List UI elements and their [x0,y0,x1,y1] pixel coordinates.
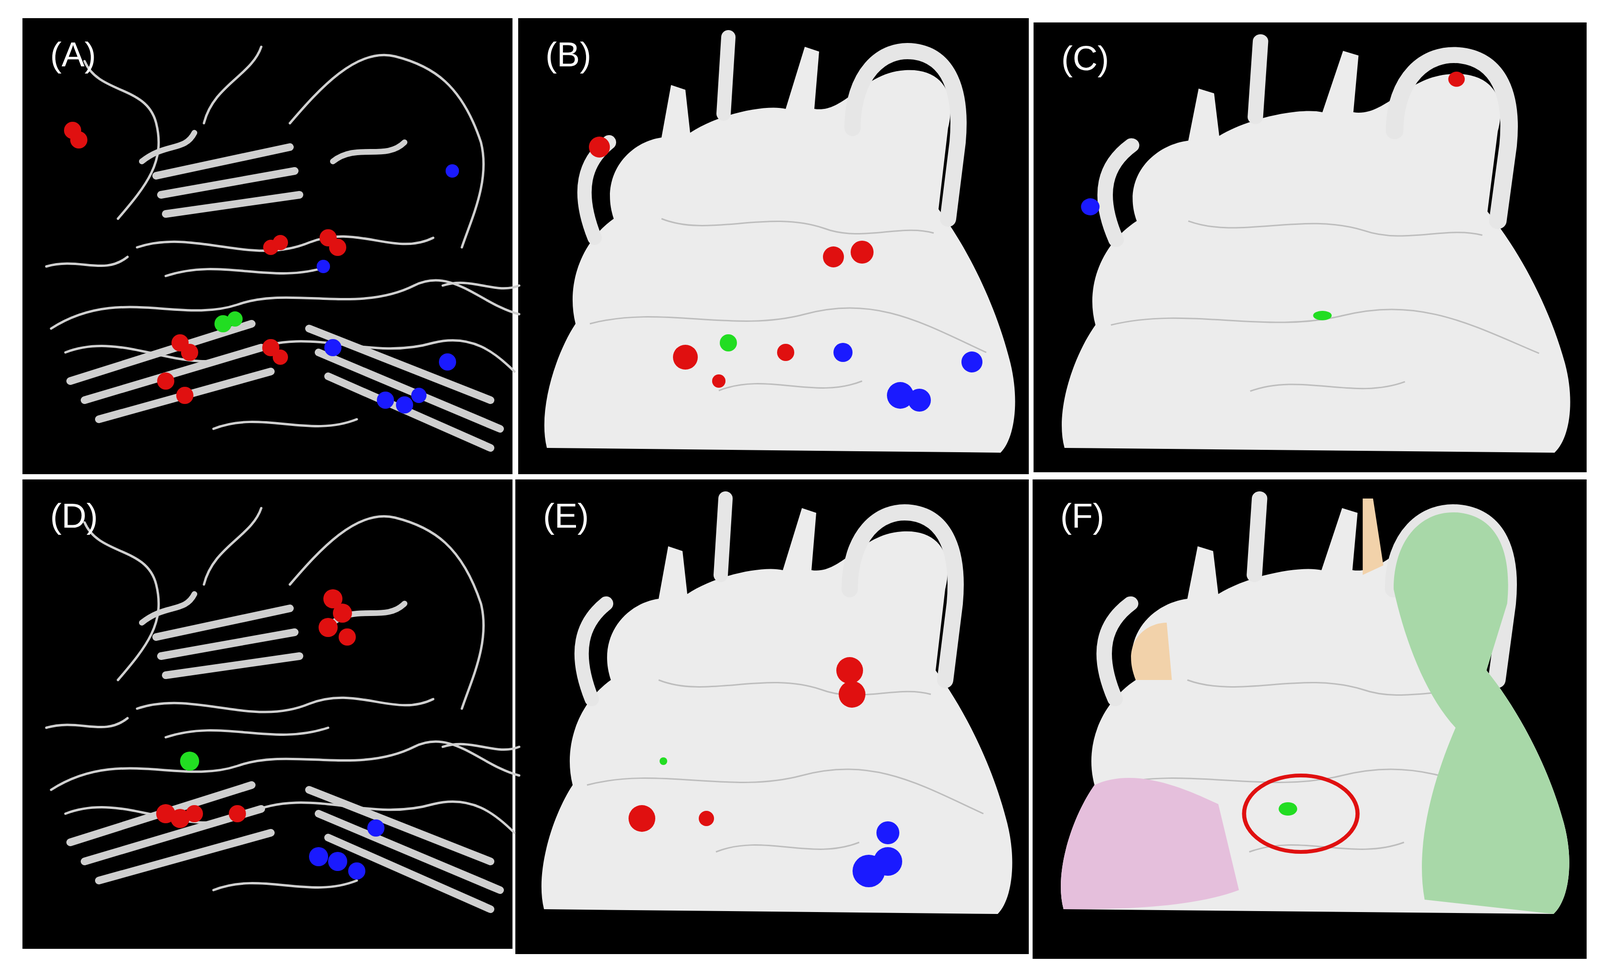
panel-label: (A) [50,37,96,72]
panel-label: (B) [545,37,592,72]
panel-label: (F) [1060,498,1105,534]
panel-label: (C) [1061,41,1110,76]
panel-label: (D) [50,498,98,534]
panel-label: (E) [543,498,589,534]
